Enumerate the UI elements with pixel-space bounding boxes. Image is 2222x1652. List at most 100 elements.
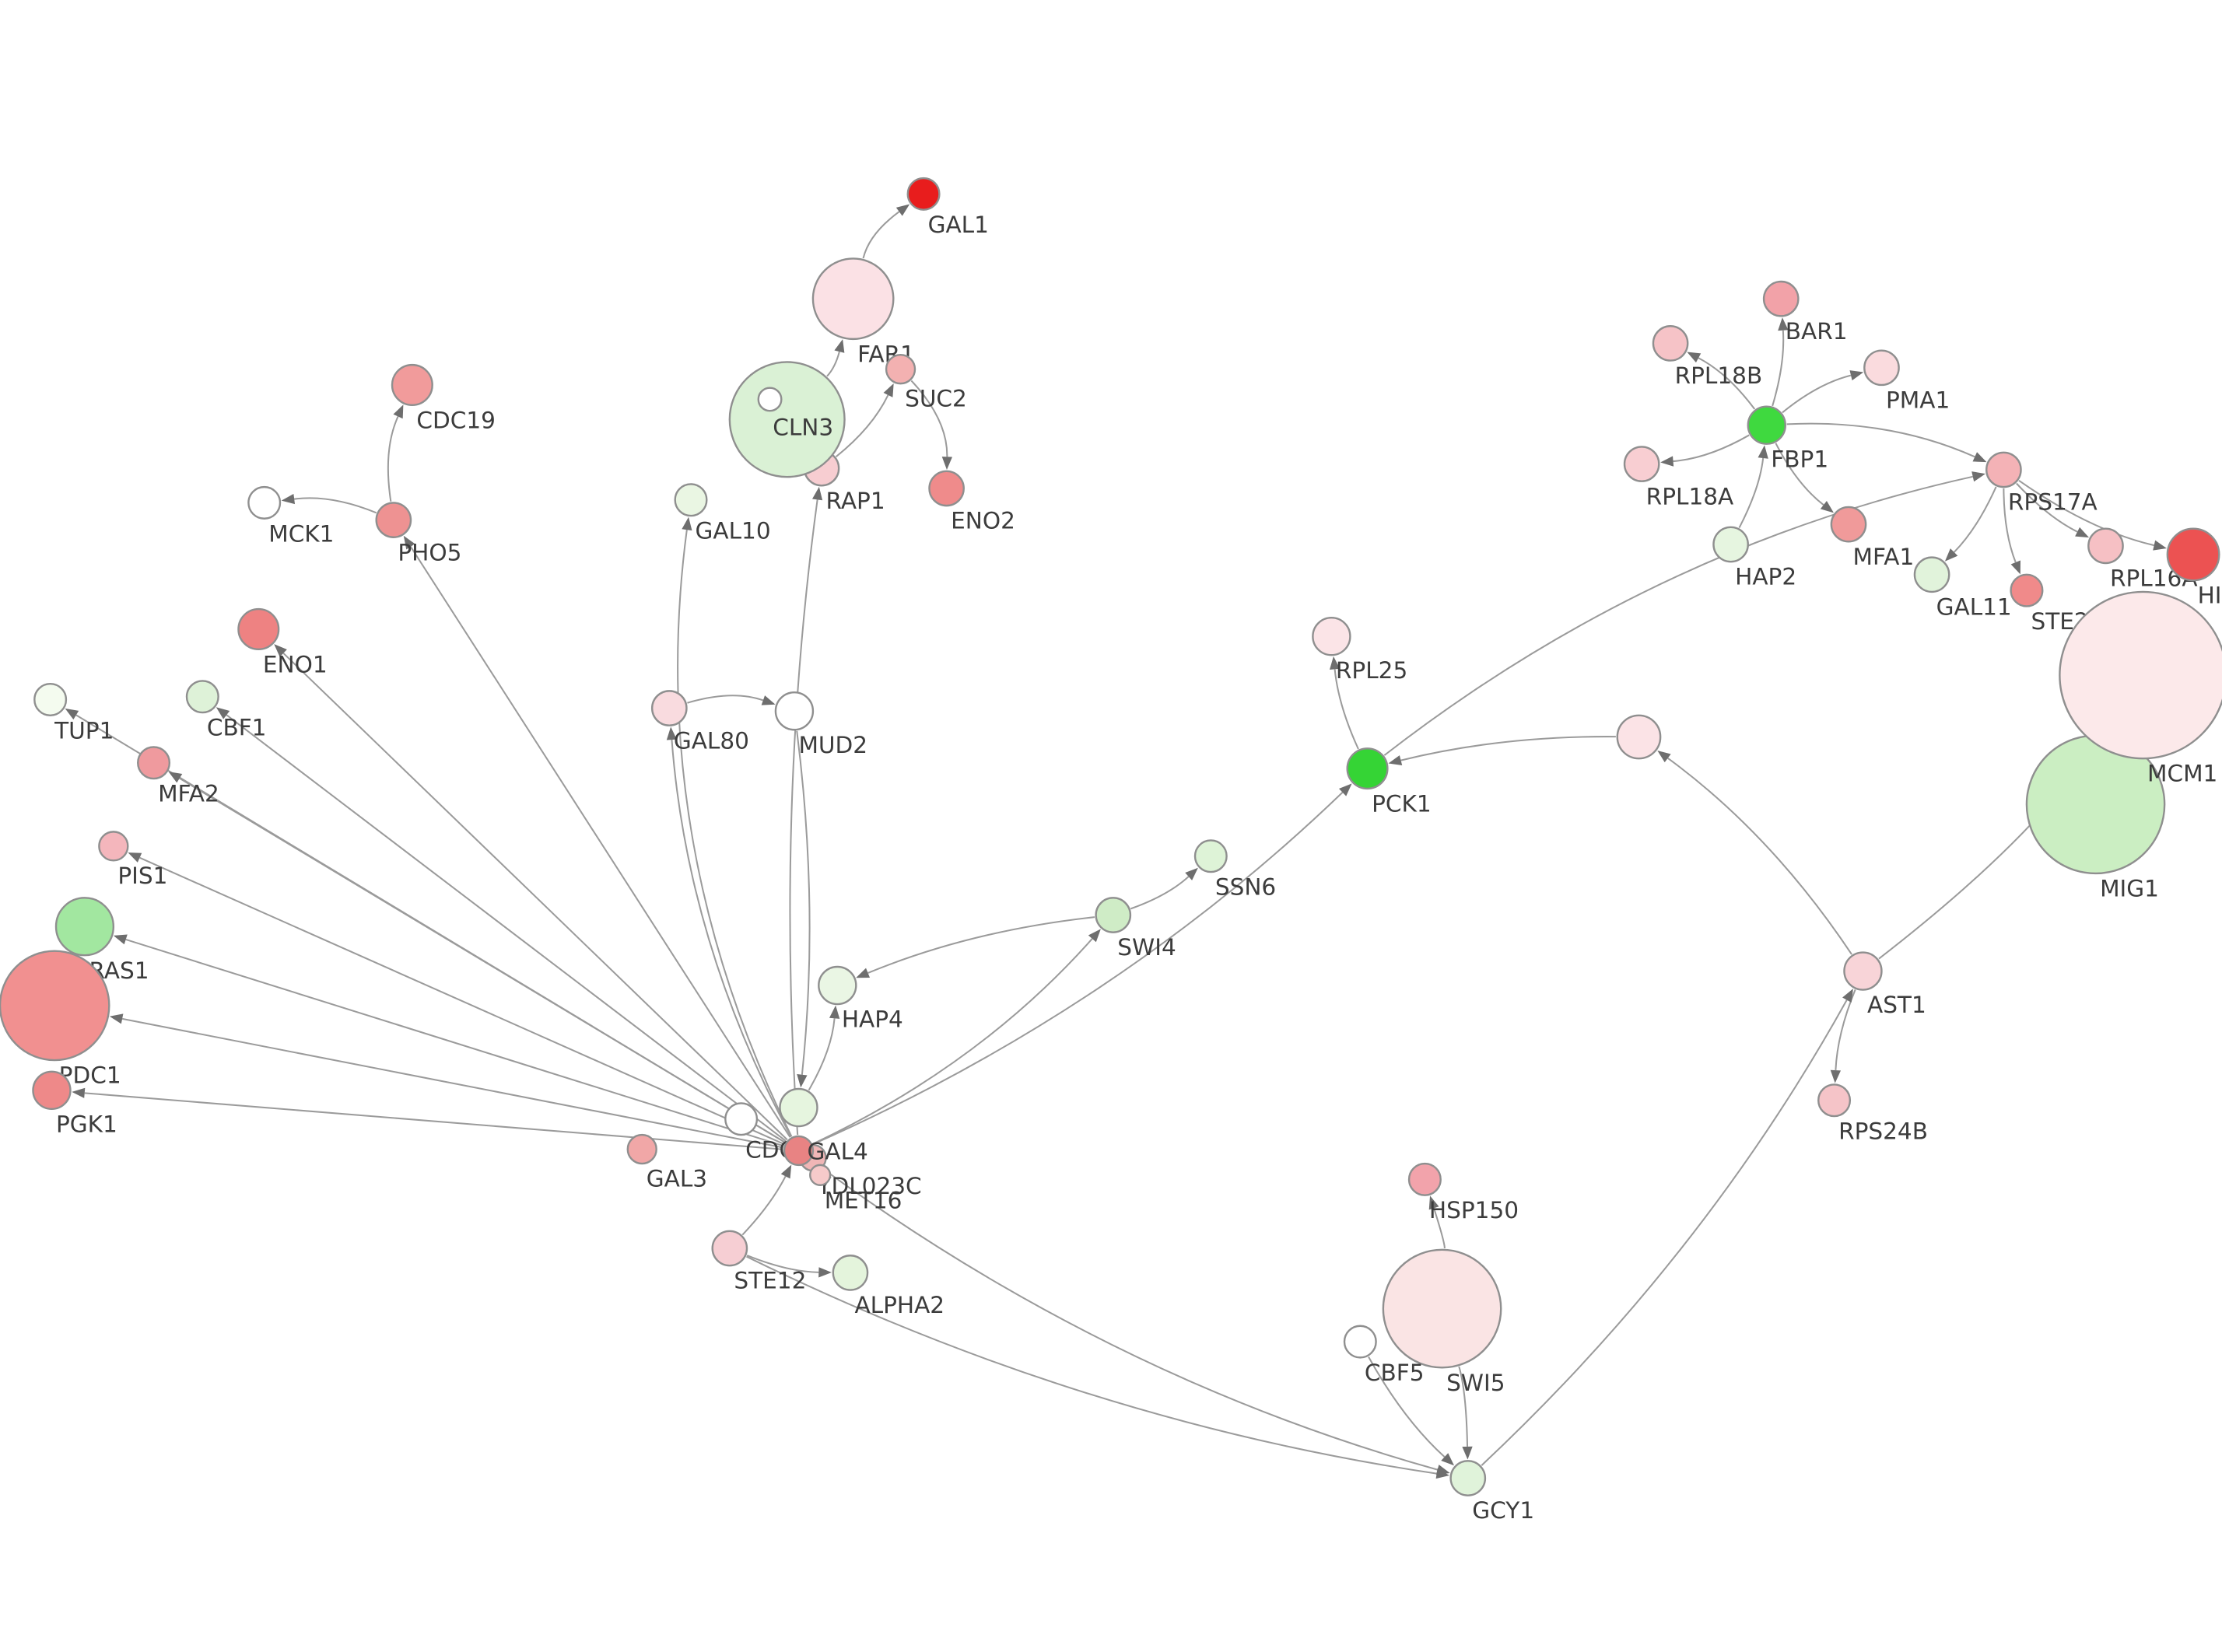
node-gal11[interactable] (1913, 556, 1950, 593)
node-rpl16a[interactable] (2087, 527, 2124, 565)
node-gal4[interactable] (783, 1135, 815, 1167)
node-pck1[interactable] (1346, 747, 1389, 790)
edge-SWI5-GCY1[interactable] (1458, 1366, 1469, 1447)
node-gal3[interactable] (626, 1133, 657, 1165)
edge-GAL4-PGK1[interactable] (84, 1092, 783, 1150)
node-rpl18b[interactable] (1652, 325, 1689, 362)
edge-FBP1-RPL18B[interactable] (1698, 357, 1756, 410)
edge-FBP1-MFA1[interactable] (1775, 443, 1824, 506)
edge-FAR1-GAL1[interactable] (862, 211, 900, 259)
node-rpl18a[interactable] (1623, 446, 1660, 482)
edge-SWI4-SSN6[interactable] (1130, 876, 1190, 910)
edge-SWI4-HAP4[interactable] (867, 916, 1095, 974)
node-gal1[interactable] (906, 177, 941, 211)
edge-CBF5-GCY1[interactable] (1368, 1356, 1446, 1458)
node-his4[interactable] (2166, 527, 2220, 582)
node-eno2[interactable] (928, 470, 965, 507)
edge-AST1-NODE_C[interactable] (1667, 758, 1852, 955)
node-pho5[interactable] (375, 502, 412, 538)
edge-GAL4-CBF1[interactable] (226, 714, 787, 1142)
node-ras1[interactable] (54, 897, 115, 957)
edge-FBP1-RPL18A[interactable] (1673, 434, 1750, 463)
edge-STE12-GAL4[interactable] (741, 1175, 787, 1236)
node-far1[interactable] (811, 257, 895, 341)
node-suc2[interactable] (885, 353, 916, 385)
node-pis1[interactable] (98, 831, 129, 862)
node-mcm1[interactable] (2059, 590, 2222, 760)
node-ste12[interactable] (711, 1230, 748, 1267)
edge-PHO5-MCK1[interactable] (293, 497, 377, 514)
node-gal10[interactable] (674, 483, 708, 517)
node-rpl25[interactable] (1312, 616, 1351, 656)
node-cbf5[interactable] (1343, 1325, 1377, 1359)
edge-GCY1-AST1[interactable] (1481, 999, 1848, 1466)
edge-GAL80-MUD2[interactable] (687, 695, 764, 704)
node-ast1[interactable] (1843, 951, 1883, 991)
edge-RPS17A-HIS4[interactable] (2018, 479, 2154, 547)
edge-STE12-GCY1[interactable] (745, 1255, 1437, 1475)
node-fbp1[interactable] (1747, 405, 1786, 445)
edge-GAL4-SWI4[interactable] (812, 938, 1093, 1145)
edge-GAL4-PCK1[interactable] (812, 792, 1344, 1146)
node-ste2[interactable] (2010, 573, 2044, 607)
edge-GAL4-GAL10[interactable] (677, 530, 793, 1137)
node-node_a[interactable] (757, 387, 783, 412)
node-cdc6[interactable] (724, 1102, 759, 1136)
edge-MUD2-NODE_B[interactable] (796, 730, 811, 1075)
node-cbf1[interactable] (185, 680, 219, 714)
node-mud2[interactable] (774, 691, 815, 731)
edge-NODE_C-PCK1[interactable] (1400, 736, 1616, 761)
edge-PCK1-RPS17A[interactable] (1383, 475, 1973, 756)
node-gal80[interactable] (650, 690, 688, 726)
edge-GAL4-PIS1[interactable] (139, 856, 785, 1146)
edge-GAL4-PHO5[interactable] (409, 546, 791, 1138)
edge-GAL4-GCY1[interactable] (811, 1159, 1438, 1471)
node-node_c[interactable] (1616, 714, 1662, 760)
edge-PCK1-RPL25[interactable] (1334, 669, 1359, 750)
edge-PHO5-CDC19[interactable] (387, 416, 399, 502)
edge-SUC2-ENO2[interactable] (910, 380, 948, 457)
node-rps17a[interactable] (1985, 451, 2022, 488)
node-node_b[interactable] (779, 1087, 818, 1128)
node-pgk1[interactable] (32, 1070, 72, 1111)
edge-HAP2-FBP1[interactable] (1738, 457, 1765, 529)
node-ssn6[interactable] (1193, 839, 1228, 873)
edge-GAL4-RAS1[interactable] (125, 938, 784, 1147)
edge-FBP1-PMA1[interactable] (1782, 374, 1852, 414)
edge-GAL4-PDC1[interactable] (121, 1017, 783, 1149)
node-tup1[interactable] (33, 682, 68, 716)
edge-RAP1-SUC2[interactable] (836, 394, 889, 457)
node-alpha2[interactable] (832, 1255, 869, 1291)
node-rps24b[interactable] (1817, 1083, 1852, 1118)
edge-FBP1-BAR1[interactable] (1772, 330, 1785, 407)
node-bar1[interactable] (1762, 280, 1800, 317)
edge-RPS17A-GAL11[interactable] (1953, 486, 1997, 553)
edge-GAL4-RAP1[interactable] (789, 499, 818, 1136)
edge-STE12-ALPHA2[interactable] (746, 1255, 819, 1273)
edge-GAL4-MFA2[interactable] (179, 777, 786, 1143)
node-met16[interactable] (809, 1164, 832, 1186)
edge-FBP1-RPS17A[interactable] (1786, 422, 1975, 458)
edge-GAL4-GAL80[interactable] (671, 739, 792, 1137)
node-swi4[interactable] (1095, 897, 1132, 933)
edge-GAL4-ENO1[interactable] (282, 653, 788, 1141)
node-mck1[interactable] (247, 485, 282, 520)
node-mfa1[interactable] (1830, 506, 1867, 543)
node-hap4[interactable] (818, 965, 857, 1006)
node-cdc19[interactable] (391, 363, 433, 407)
edge-RPS17A-RPL16A[interactable] (2016, 482, 2078, 533)
node-cln3[interactable] (728, 361, 846, 478)
node-pdc1[interactable] (0, 950, 110, 1062)
edge-NODE_B-HAP4[interactable] (808, 1018, 836, 1091)
node-swi5[interactable] (1382, 1248, 1502, 1369)
node-hap2[interactable] (1712, 526, 1749, 563)
node-hsp150[interactable] (1407, 1162, 1442, 1196)
edge-RPS17A-STE2[interactable] (2003, 488, 2017, 563)
node-gcy1[interactable] (1449, 1460, 1487, 1496)
node-pma1[interactable] (1863, 349, 1900, 387)
edge-SWI5-HSP150[interactable] (1433, 1207, 1446, 1249)
edge-CLN3-FAR1[interactable] (826, 351, 840, 377)
node-mfa2[interactable] (137, 746, 171, 780)
